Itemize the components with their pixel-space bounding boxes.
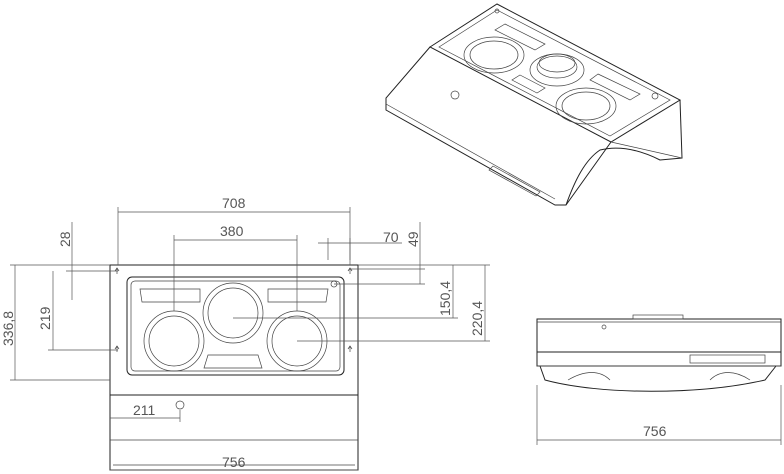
iso-front-face: [385, 46, 612, 206]
iso-top-face: [429, 3, 682, 143]
burner-left: [143, 310, 205, 372]
iso-burner-right: [555, 87, 617, 125]
dimension-lines: 708 380 70 28 219 336,8 49 150,4: [0, 195, 782, 471]
dim-28: 28: [57, 231, 73, 247]
isometric-view: [385, 3, 683, 206]
dim-150-4: 150,4: [437, 281, 453, 316]
dim-211: 211: [133, 402, 156, 418]
burner-center: [202, 282, 264, 344]
dim-70: 70: [383, 229, 399, 245]
dim-336-8: 336,8: [0, 311, 16, 346]
front-view: [109, 264, 359, 471]
dim-708: 708: [222, 195, 246, 211]
side-bottom: [539, 365, 777, 392]
knob: [175, 400, 185, 410]
body-outline: [109, 264, 359, 471]
iso-knob: [450, 90, 460, 100]
dim-756-front: 756: [222, 454, 246, 470]
dim-756-side: 756: [643, 423, 667, 439]
dim-49: 49: [405, 231, 421, 247]
iso-side-face: [565, 99, 683, 206]
iso-burner-left: [463, 36, 525, 74]
side-top: [536, 318, 782, 353]
top-panel: [126, 276, 345, 376]
iso-vent: [488, 165, 541, 197]
side-control-strip: [689, 354, 766, 364]
dim-220-4: 220,4: [469, 301, 485, 336]
side-view: [536, 314, 782, 392]
dim-380: 380: [220, 223, 244, 239]
dim-219: 219: [37, 306, 53, 330]
iso-top-panel: [438, 9, 671, 137]
side-middle: [536, 351, 782, 367]
